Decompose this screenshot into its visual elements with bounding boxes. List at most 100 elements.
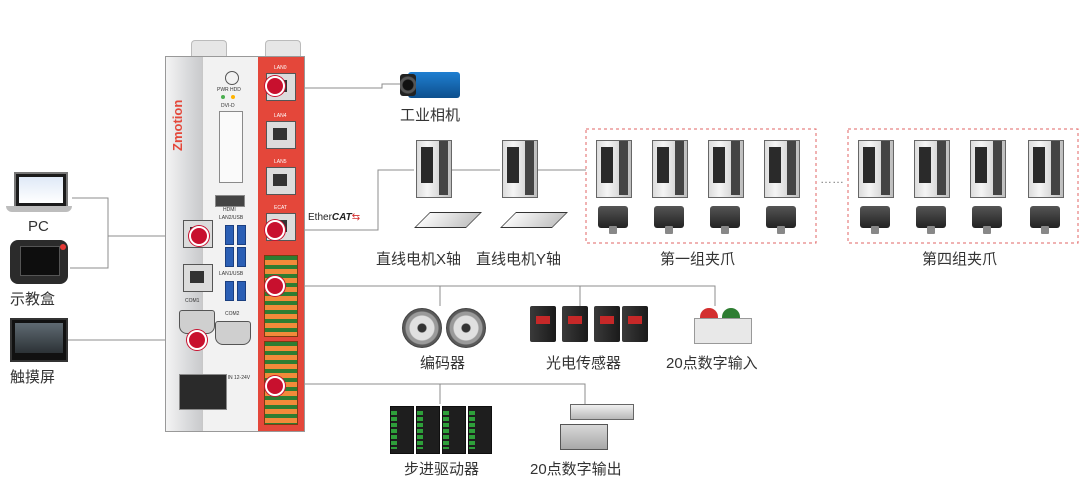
pwr-led-icon [221,95,225,99]
digital-in-label: 20点数字输入 [666,355,758,372]
photo-sensor-icon [622,306,648,342]
camera-lens-icon [400,74,416,96]
lan0-label: LAN0 [274,65,287,71]
linear-x-label: 直线电机X轴 [376,251,462,268]
group4-label: 第四组夹爪 [922,251,998,268]
touch-screen [10,318,68,362]
motion-controller: Zmotion PWR HDD DVI-D HDMI LAN2/USB LAN1… [165,40,305,432]
hdd-led-icon [231,95,235,99]
group1-box [585,128,817,244]
pc-label: PC [28,218,49,235]
stepper-label: 步进驱动器 [404,461,480,478]
ethercat-label: EtherCAT⇆ [308,212,361,223]
lan2usb-label: LAN2/USB [219,215,244,221]
com1-label: COM1 [185,298,200,304]
ellipsis: …… [820,172,844,186]
servo-drive [708,140,744,198]
servo-drive [764,140,800,198]
stepper-drive-icon [416,406,440,454]
stepper-drive-icon [468,406,492,454]
servo-drive-y [502,140,538,198]
servo-motor [1030,206,1060,234]
pwr-label: PWR HDD [217,87,241,93]
hmi-label: 触摸屏 [10,369,56,386]
ethercat-suffix: CAT [331,212,352,223]
group4-box [847,128,1079,244]
dvi-label: DVI-D [221,103,235,109]
usb-port [225,247,234,267]
lan4-port [266,121,296,149]
highlight-dot [265,276,285,296]
highlight-dot [265,220,285,240]
stepper-drive-icon [390,406,414,454]
pc-laptop [14,172,68,208]
controller-body: Zmotion PWR HDD DVI-D HDMI LAN2/USB LAN1… [165,56,305,432]
usb-port [225,281,234,301]
group1-label: 第一组夹爪 [660,251,736,268]
stepper-drive-icon [442,406,466,454]
input-terminals [264,255,298,337]
power-terminal [179,374,227,410]
servo-drive [1028,140,1064,198]
camera-icon [408,72,460,98]
power-icon [225,71,239,85]
servo-motor [598,206,628,234]
controller-io-panel: LAN0 LAN4 LAN5 ECAT [258,57,304,431]
air-cylinder-icon [570,404,634,420]
servo-motor [916,206,946,234]
servo-drive [652,140,688,198]
ethercat-prefix: Ether [308,212,332,223]
lan5-label: LAN5 [274,159,287,165]
photo-sensor-icon [594,306,620,342]
usb-port [225,225,234,245]
usb-port [237,225,246,245]
servo-motor [766,206,796,234]
encoder-label: 编码器 [420,355,466,372]
lan5-port [266,167,296,195]
highlight-dot [265,76,285,96]
digital-out-label: 20点数字输出 [530,461,622,478]
wire-pendant [70,236,109,269]
highlight-dot [189,226,209,246]
photo-sensor-icon [530,306,556,342]
servo-drive [596,140,632,198]
encoder-icon [402,308,442,348]
hdmi-label: HDMI [223,207,236,213]
ecat-label: ECAT [274,205,287,211]
servo-drive [914,140,950,198]
usb-port [237,281,246,301]
pendant-label: 示教盒 [10,291,56,308]
mount-tab [265,40,301,61]
wire-inputs [286,285,716,306]
linear-y-label: 直线电机Y轴 [476,251,562,268]
dvi-port [219,111,243,183]
highlight-dot [187,330,207,350]
wire-camera [280,83,400,89]
lan1usb-label: LAN1/USB [219,271,244,277]
red-button-icon [700,308,718,318]
pc-laptop-base [6,206,72,212]
wire-ethercat [286,169,414,231]
servo-drive [970,140,1006,198]
hdmi-port [215,195,245,207]
servo-drive-x [416,140,452,198]
photo-sensor-label: 光电传感器 [546,355,622,372]
photo-sensor-icon [562,306,588,342]
lan1-port [183,264,213,292]
wire-outputs [286,383,586,404]
servo-motor [972,206,1002,234]
solenoid-valve-icon [560,424,608,450]
green-button-icon [722,308,740,318]
camera-label: 工业相机 [400,107,461,124]
push-button-box [694,318,752,344]
servo-motor [710,206,740,234]
com2-label: COM2 [225,311,240,317]
wire-pc [72,197,184,237]
com2-port [215,321,251,345]
brand-logo: Zmotion [170,99,185,151]
usb-port [237,247,246,267]
servo-motor [654,206,684,234]
encoder-icon [446,308,486,348]
servo-drive [858,140,894,198]
